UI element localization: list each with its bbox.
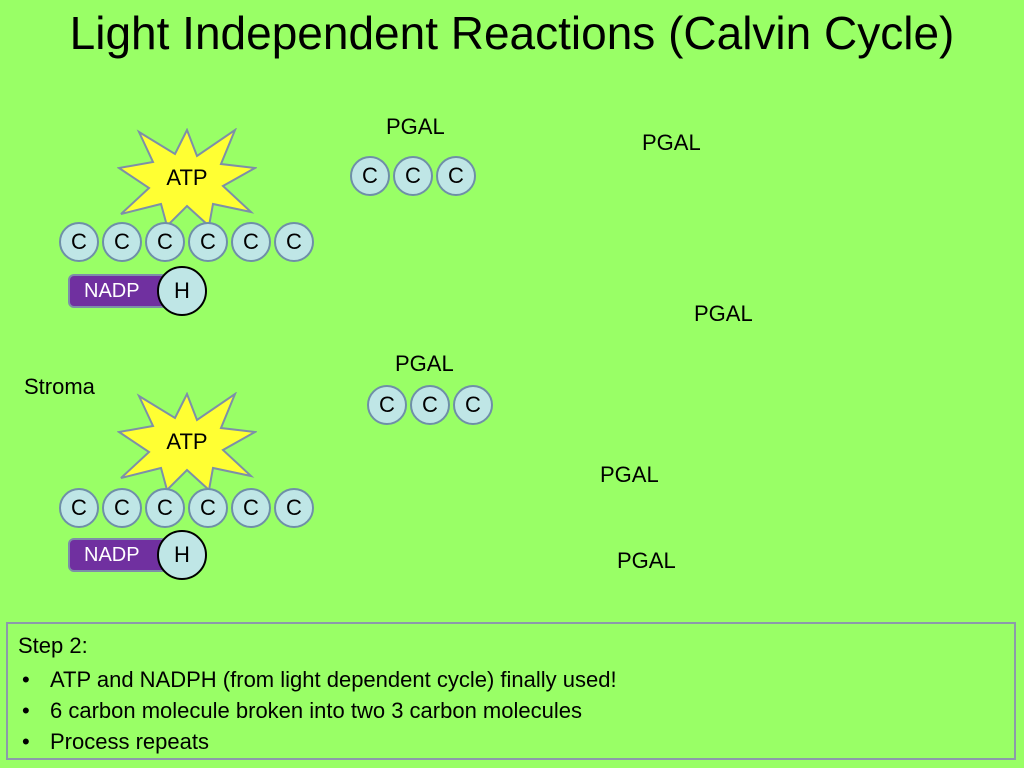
pgal-label: PGAL — [395, 351, 454, 376]
carbon-atom: C — [453, 385, 493, 425]
atp-burst-top: ATP — [117, 128, 257, 228]
carbon-atom: C — [274, 488, 314, 528]
hydrogen-circle-bottom: H — [157, 530, 207, 580]
carbon-atom: C — [102, 222, 142, 262]
step-bullet-list: ATP and NADPH (from light dependent cycl… — [18, 664, 1004, 757]
carbon-atom: C — [188, 222, 228, 262]
carbon-atom: C — [231, 488, 271, 528]
step-bullet: ATP and NADPH (from light dependent cycl… — [18, 664, 1004, 695]
nadp-box-top: NADP — [68, 274, 168, 308]
carbon-atom: C — [436, 156, 476, 196]
step-heading: Step 2: — [18, 633, 88, 658]
carbon-atom: C — [145, 488, 185, 528]
atp-burst-bottom: ATP — [117, 392, 257, 492]
carbon-atom: C — [231, 222, 271, 262]
pgal-label: PGAL — [642, 130, 701, 155]
pgal-label: PGAL — [617, 548, 676, 573]
nadp-box-bottom: NADP — [68, 538, 168, 572]
carbon-atom: C — [102, 488, 142, 528]
carbon-atom: C — [59, 222, 99, 262]
slide-title: Light Independent Reactions (Calvin Cycl… — [69, 7, 955, 59]
carbon-atom: C — [410, 385, 450, 425]
starburst-icon — [117, 128, 257, 228]
step-description-box: Step 2: ATP and NADPH (from light depend… — [6, 622, 1016, 760]
stroma-label: Stroma — [24, 374, 95, 399]
carbon-atom: C — [350, 156, 390, 196]
step-bullet: Process repeats — [18, 726, 1004, 757]
atp-label: ATP — [166, 429, 208, 454]
starburst-icon — [117, 392, 257, 492]
carbon-atom: C — [274, 222, 314, 262]
step-bullet: 6 carbon molecule broken into two 3 carb… — [18, 695, 1004, 726]
carbon-atom: C — [188, 488, 228, 528]
carbon-atom: C — [393, 156, 433, 196]
carbon-atom: C — [59, 488, 99, 528]
pgal-label: PGAL — [600, 462, 659, 487]
carbon-atom: C — [367, 385, 407, 425]
carbon-atom: C — [145, 222, 185, 262]
hydrogen-circle-top: H — [157, 266, 207, 316]
pgal-label: PGAL — [386, 114, 445, 139]
atp-label: ATP — [166, 165, 208, 190]
pgal-label: PGAL — [694, 301, 753, 326]
